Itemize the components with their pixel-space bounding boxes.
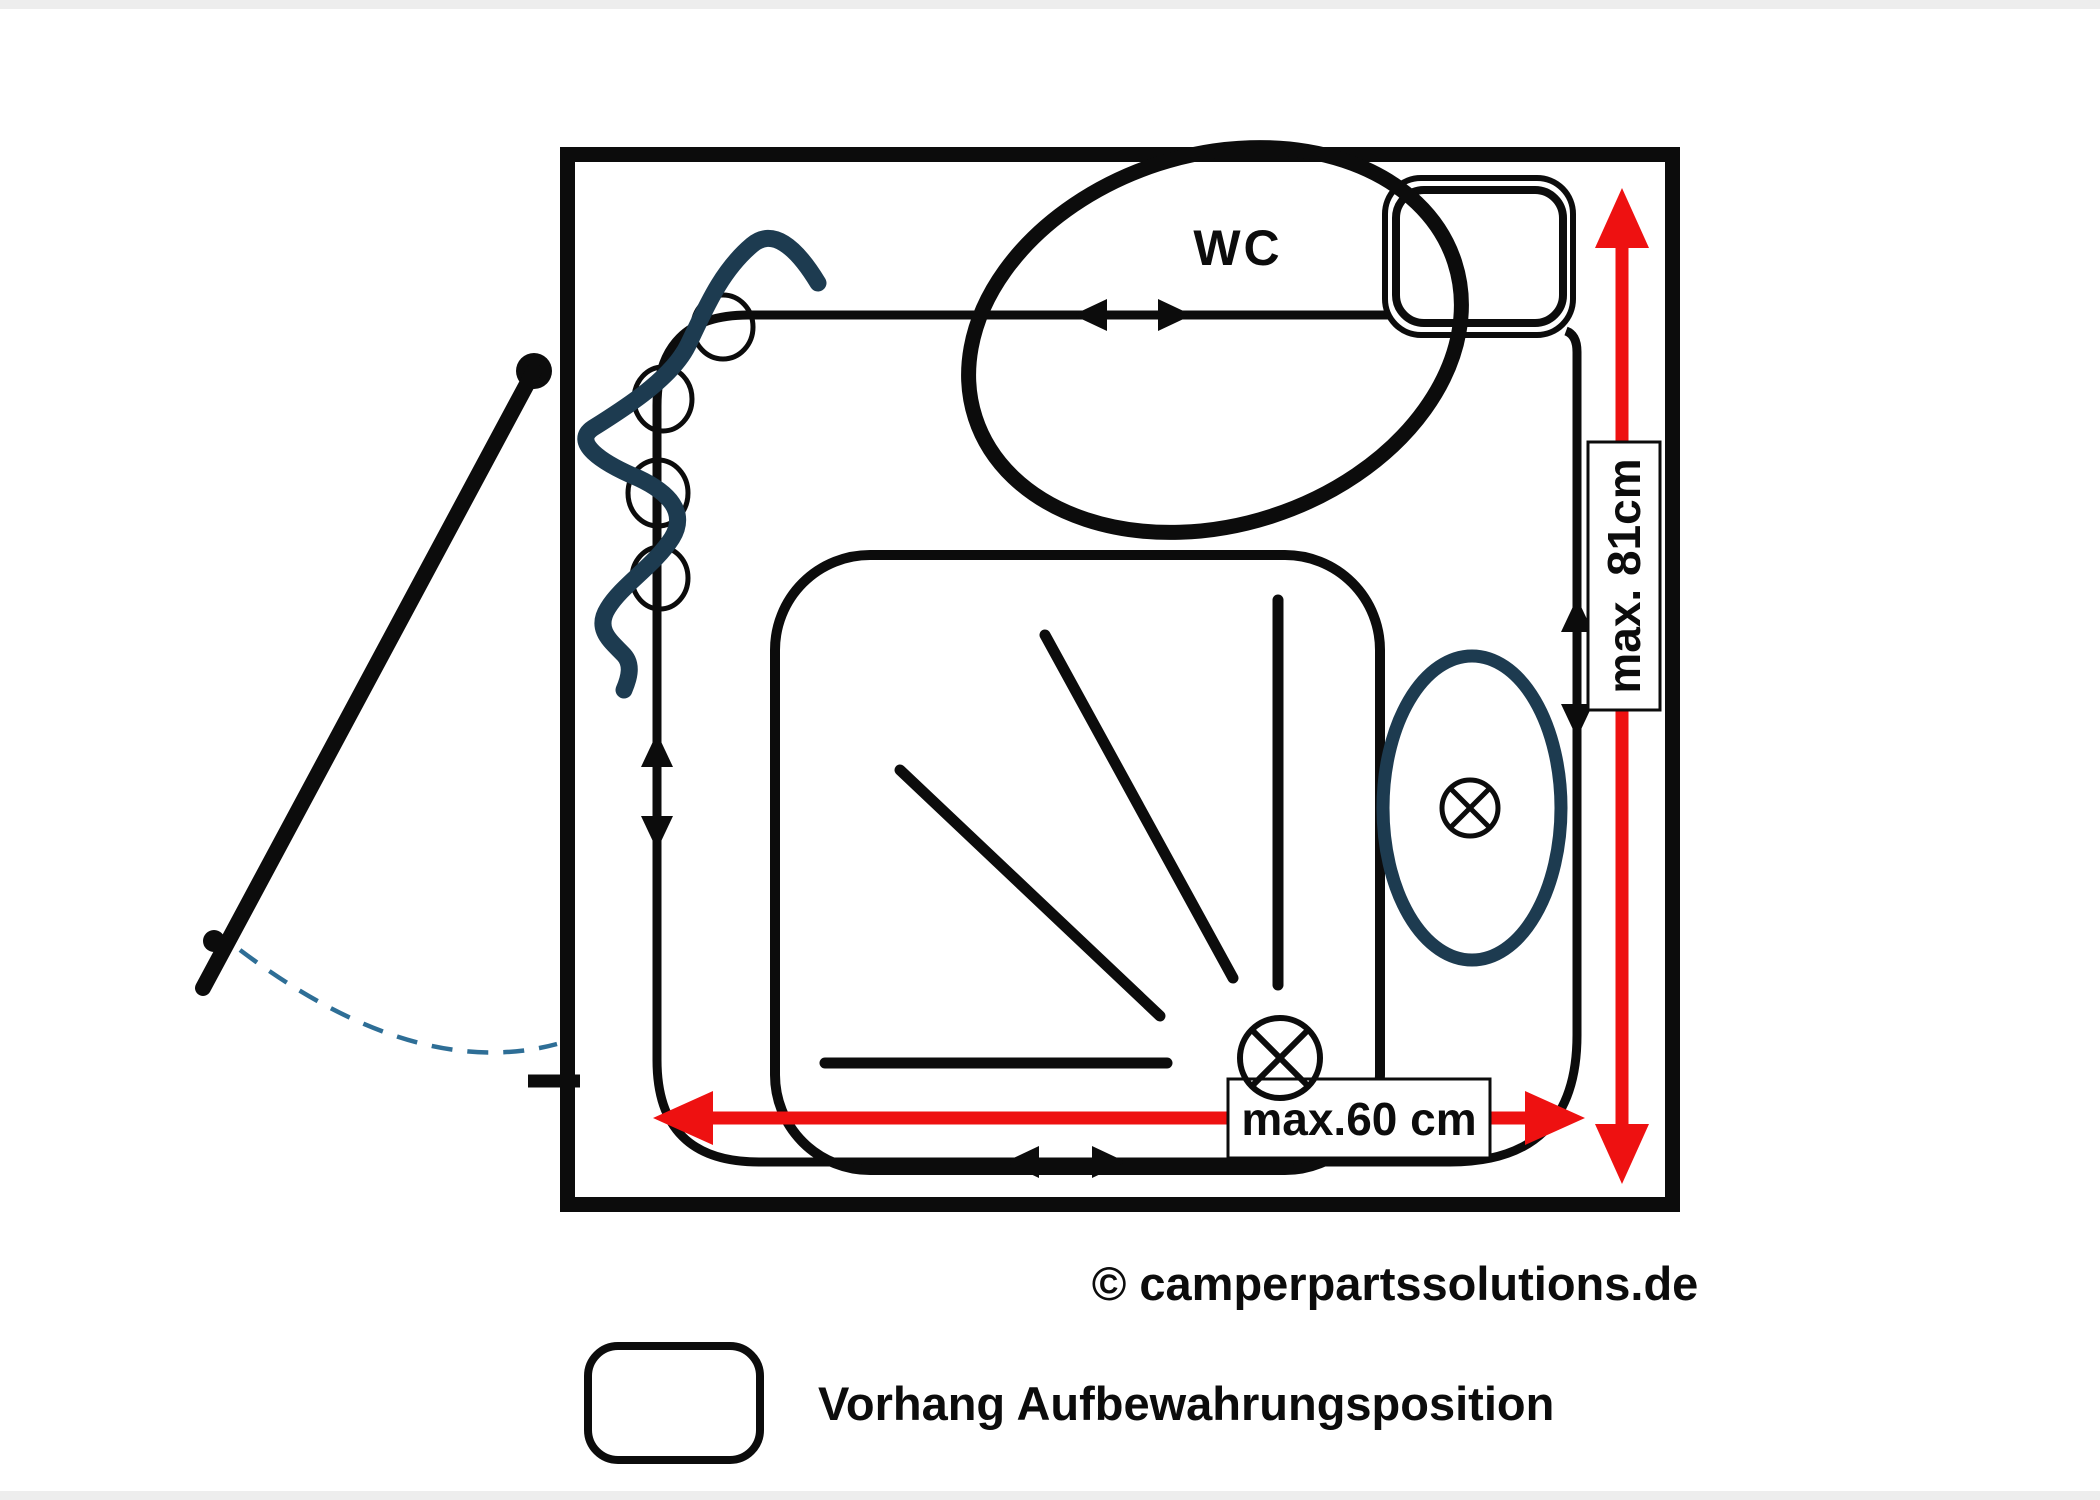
door (195, 353, 580, 1088)
shower-tray-pattern (819, 594, 1284, 1069)
legend-hatch-swatch (584, 1342, 764, 1464)
dim-width-text: max.60 cm (1241, 1093, 1476, 1145)
drain-symbol (1237, 1015, 1323, 1101)
legend-text: Vorhang Aufbewahrungsposition (818, 1377, 1554, 1430)
bottom-edge-strip (0, 1491, 2100, 1500)
curtain-track (652, 310, 1582, 1167)
room-outline (560, 147, 1680, 1212)
top-edge-strip (0, 0, 2100, 9)
basin-ellipse (1376, 649, 1568, 967)
door-panel (195, 363, 542, 996)
wc-bowl-ellipse (961, 140, 1469, 540)
dim-height-text: max. 81cm (1598, 458, 1650, 693)
lamp-symbol (1439, 777, 1501, 839)
legend: Vorhang Aufbewahrungsposition (584, 1342, 1554, 1464)
curtain-fabric (577, 230, 827, 699)
door-handle-dot (203, 930, 225, 952)
curtain-storage-box (1382, 175, 1576, 338)
copyright-text: © camperpartssolutions.de (1092, 1257, 1699, 1310)
shower-tray (770, 550, 1385, 1175)
dim-label-width: max.60 cm (1226, 1077, 1492, 1160)
track-arrow-right (1561, 598, 1593, 738)
track-arrow-left (641, 733, 673, 850)
dim-label-height: max. 81cm (1586, 440, 1662, 712)
wc-label: WC (1193, 220, 1282, 276)
door-swing-arc (238, 948, 558, 1055)
track-arrow-top (1073, 299, 1192, 331)
